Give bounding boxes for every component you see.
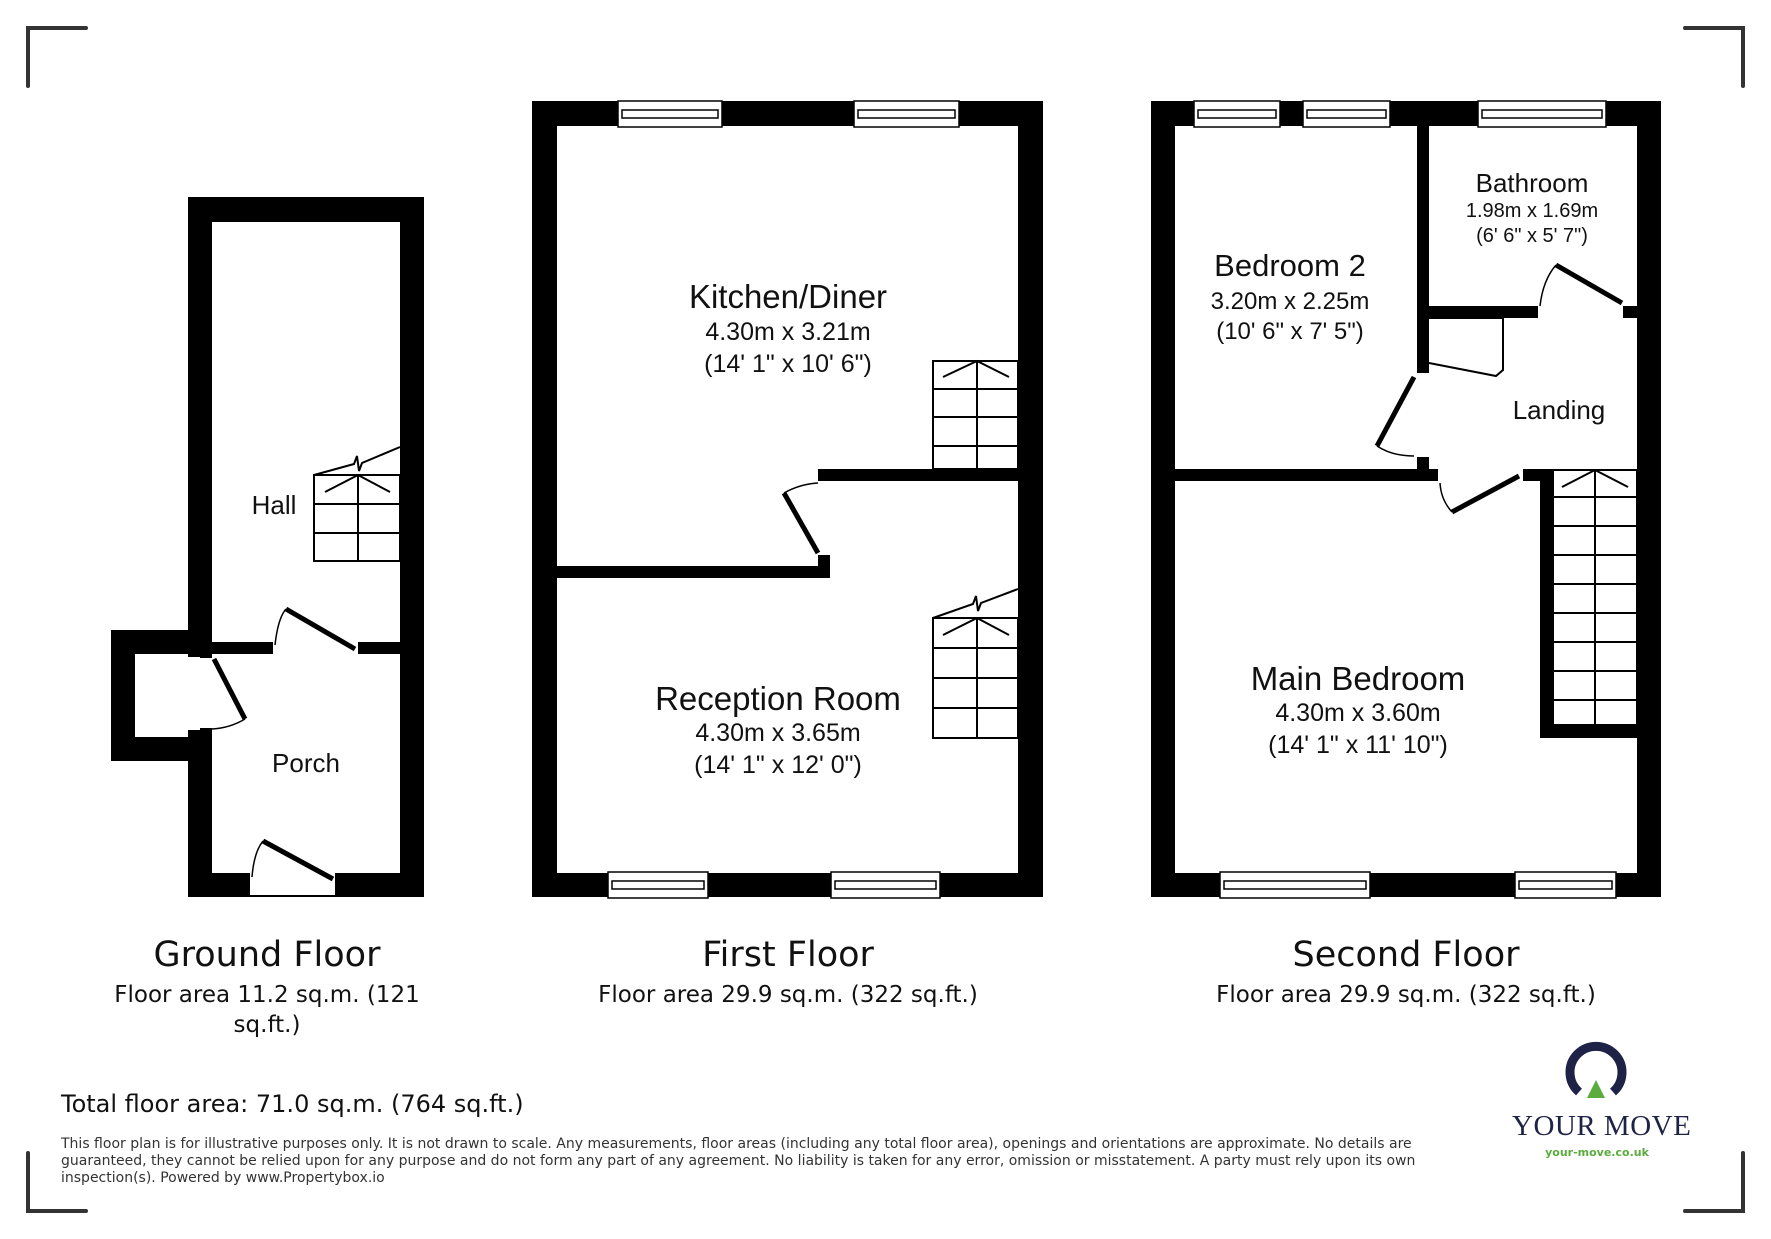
floor-area-ground: Floor area 11.2 sq.m. (121 sq.ft.)	[92, 980, 442, 1040]
room-imperial-bedroom-2: (10' 6" x 7' 5")	[1216, 318, 1364, 345]
room-label-main-bedroom: Main Bedroom	[1250, 660, 1466, 697]
logo-url-link[interactable]: your-move.co.uk	[1545, 1146, 1649, 1159]
room-imperial-bathroom: (6' 6" x 5' 7")	[1476, 225, 1588, 247]
your-move-ring-triangle-icon	[1565, 1041, 1627, 1098]
room-metric-reception-room: 4.30m x 3.65m	[695, 719, 861, 747]
first-floor-windows	[607, 100, 960, 899]
room-label-landing: Landing	[1512, 395, 1606, 425]
floor-area-first: Floor area 29.9 sq.m. (322 sq.ft.)	[598, 982, 978, 1008]
floor-area-second: Floor area 29.9 sq.m. (322 sq.ft.)	[1216, 982, 1596, 1008]
room-metric-bathroom: 1.98m x 1.69m	[1465, 200, 1599, 222]
second-floor-windows	[1193, 100, 1617, 899]
total-floor-area: Total floor area: 71.0 sq.m. (764 sq.ft.…	[61, 1090, 524, 1118]
floor-area-ground-line2: sq.ft.)	[233, 1012, 301, 1038]
floor-area-ground-line1: Floor area 11.2 sq.m. (121	[114, 982, 420, 1008]
room-imperial-kitchen-diner: (14' 1" x 10' 6")	[704, 350, 872, 378]
room-label-bedroom-2: Bedroom 2	[1214, 248, 1366, 283]
floor-title-first: First Floor	[702, 935, 874, 975]
floor-title-second: Second Floor	[1292, 935, 1520, 975]
first-floor-fixtures	[781, 359, 1019, 739]
room-label-bathroom: Bathroom	[1475, 168, 1589, 198]
room-metric-kitchen-diner: 4.30m x 3.21m	[705, 318, 871, 346]
room-imperial-main-bedroom: (14' 1" x 11' 10")	[1268, 731, 1448, 759]
floor-title-ground: Ground Floor	[153, 935, 381, 975]
corner-marks	[26, 26, 1745, 1213]
room-imperial-reception-room: (14' 1" x 12' 0")	[694, 751, 862, 779]
disclaimer-text: This floor plan is for illustrative purp…	[61, 1136, 1416, 1186]
room-label-kitchen-diner: Kitchen/Diner	[688, 278, 888, 315]
ground-floor-plan	[111, 197, 424, 897]
room-label-reception-room: Reception Room	[655, 680, 901, 717]
logo-wordmark: YOUR MOVE	[1512, 1110, 1692, 1142]
room-label-porch: Porch	[272, 748, 340, 778]
ground-floor-fixtures	[211, 446, 401, 897]
room-label-hall: Hall	[251, 490, 297, 520]
second-floor-fixtures	[1374, 262, 1638, 726]
room-metric-bedroom-2: 3.20m x 2.25m	[1210, 288, 1370, 315]
room-metric-main-bedroom: 4.30m x 3.60m	[1275, 699, 1441, 727]
